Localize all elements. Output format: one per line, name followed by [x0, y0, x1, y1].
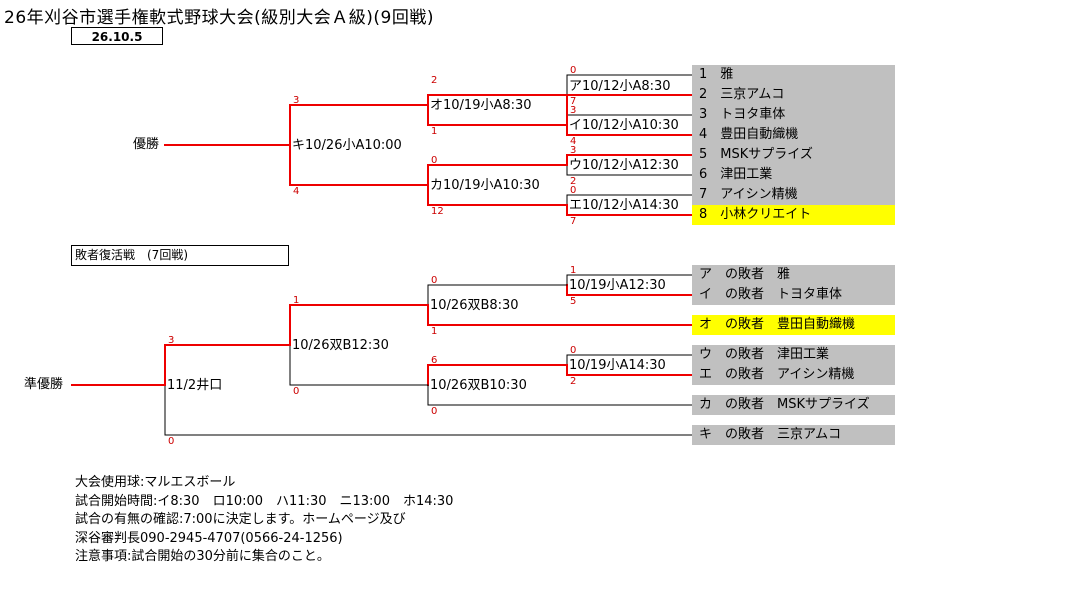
team-7: 7 アイシン精機 [692, 185, 895, 205]
score: 4 [570, 136, 577, 147]
score: 0 [570, 185, 577, 196]
score: 0 [168, 436, 175, 447]
match-u: ウ10/12小A12:30 [569, 158, 679, 173]
notes: 大会使用球:マルエスボール 試合開始時間:イ8:30 ロ10:00 ハ11:30… [75, 474, 453, 567]
repechage-team: イ の敗者 トヨタ車体 [692, 285, 895, 305]
score: 1 [431, 326, 438, 337]
score: 0 [431, 275, 438, 286]
repechage-team: オ の敗者 豊田自動織機 [692, 315, 895, 335]
repechage-team: カ の敗者 MSKサプライズ [692, 395, 895, 415]
score: 2 [431, 75, 438, 86]
repechage-team: ウ の敗者 津田工業 [692, 345, 895, 365]
score: 0 [570, 65, 577, 76]
line-i-winner [427, 104, 568, 126]
team-4: 4 豊田自動織機 [692, 125, 895, 145]
line-t8 [566, 204, 693, 216]
match-r1: 10/19小A12:30 [569, 278, 666, 293]
score: 1 [570, 265, 577, 276]
champion-label: 優勝 [133, 137, 160, 152]
match-e: エ10/12小A14:30 [569, 198, 679, 213]
score: 0 [293, 386, 300, 397]
score: 4 [293, 186, 300, 197]
match-i: イ10/12小A10:30 [569, 118, 679, 133]
line-t5 [566, 154, 693, 166]
line-t1 [566, 74, 693, 96]
score: 0 [431, 406, 438, 417]
score: 0 [431, 155, 438, 166]
score: 3 [293, 95, 300, 106]
line-u-winner [427, 164, 568, 186]
match-a: ア10/12小A8:30 [569, 79, 671, 94]
score: 7 [570, 96, 577, 107]
match-r3: 10/26双B8:30 [430, 298, 519, 313]
match-r5: 10/26双B12:30 [292, 338, 389, 353]
match-ka: カ10/19小A10:30 [430, 178, 540, 193]
note-line: 大会使用球:マルエスボール [75, 475, 236, 490]
runner-up-label: 準優勝 [24, 377, 64, 392]
score: 1 [431, 126, 438, 137]
match-r2: 10/19小A14:30 [569, 358, 666, 373]
repechage-team: エ の敗者 アイシン精機 [692, 365, 895, 385]
repechage-team: キ の敗者 三京アムコ [692, 425, 895, 445]
match-ki: キ10/26小A10:00 [292, 138, 402, 153]
team-3: 3 トヨタ車体 [692, 105, 895, 125]
team-5: 5 MSKサプライズ [692, 145, 895, 165]
score: 0 [570, 345, 577, 356]
page-title: 26年刈谷市選手権軟式野球大会(級別大会Ａ級)(9回戦) [4, 8, 434, 28]
score: 5 [570, 296, 577, 307]
line-o-winner [289, 104, 429, 146]
line-t2 [566, 94, 693, 116]
team-8: 8 小林クリエイト [692, 205, 895, 225]
note-line: 試合の有無の確認:7:00に決定します。ホームページ及び [75, 512, 406, 527]
team-6: 6 津田工業 [692, 165, 895, 185]
note-line: 注意事項:試合開始の30分前に集合のこと。 [75, 549, 330, 564]
line-ka-winner [289, 144, 429, 186]
score: 2 [570, 376, 577, 387]
score: 1 [293, 295, 300, 306]
date-box: 26.10.5 [71, 27, 163, 45]
repechage-team: ア の敗者 雅 [692, 265, 895, 285]
score: 7 [570, 216, 577, 227]
match-o: オ10/19小A8:30 [430, 98, 532, 113]
score: 2 [570, 176, 577, 187]
score: 6 [431, 355, 438, 366]
match-final: 11/2井口 [167, 378, 223, 393]
line-e-winner [427, 184, 568, 206]
score: 3 [570, 105, 577, 116]
team-1: 1 雅 [692, 65, 895, 85]
line-a-winner [427, 94, 568, 106]
match-r4: 10/26双B10:30 [430, 378, 527, 393]
note-line: 深谷審判長090-2945-4707(0566-24-1256) [75, 530, 343, 546]
score: 12 [431, 206, 444, 217]
line-t4 [566, 114, 693, 136]
score: 3 [570, 145, 577, 156]
repechage-title: 敗者復活戦 (7回戦) [71, 245, 289, 266]
note-line: 試合開始時間:イ8:30 ロ10:00 ハ11:30 ニ13:00 ホ14:30 [75, 493, 454, 509]
team-2: 2 三京アムコ [692, 85, 895, 105]
score: 3 [168, 335, 175, 346]
